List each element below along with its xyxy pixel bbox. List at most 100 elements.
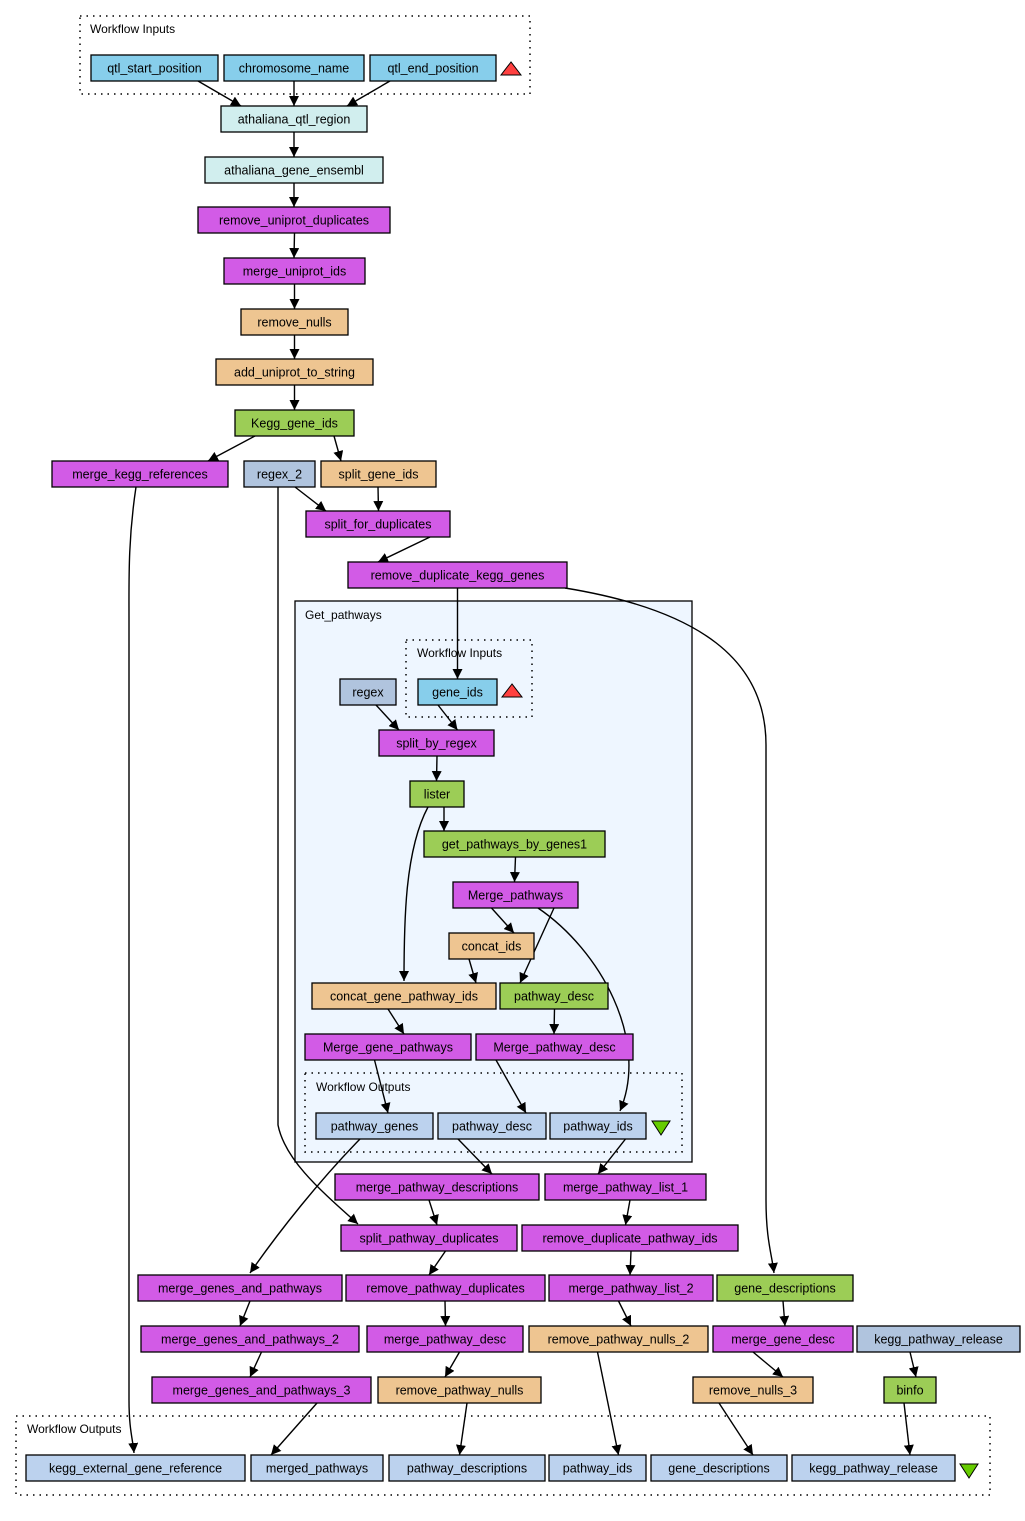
node-label: split_pathway_duplicates (360, 1232, 499, 1246)
edge-out-pathway-genes-to-merge-genes-and-pathways (249, 1138, 361, 1274)
node-label: merge_genes_and_pathways_2 (161, 1333, 339, 1347)
node-label: remove_pathway_duplicates (366, 1282, 524, 1296)
node-lister[interactable]: lister (409, 780, 465, 808)
node-out-kegg-external-gene-reference[interactable]: kegg_external_gene_reference (25, 1454, 246, 1482)
node-Merge-pathways[interactable]: Merge_pathways (452, 881, 579, 909)
node-gene-descriptions[interactable]: gene_descriptions (716, 1274, 854, 1302)
node-qtl-end-position[interactable]: qtl_end_position (369, 54, 497, 82)
node-merge-genes-and-pathways-2[interactable]: merge_genes_and_pathways_2 (140, 1325, 360, 1353)
node-out-pathway-descriptions[interactable]: pathway_descriptions (388, 1454, 546, 1482)
node-box (437, 1112, 547, 1140)
node-out-kegg-pathway-release[interactable]: kegg_pathway_release (791, 1454, 956, 1482)
node-out-pathway-ids[interactable]: pathway_ids (549, 1112, 647, 1140)
node-box (548, 1274, 714, 1302)
node-remove-pathway-nulls[interactable]: remove_pathway_nulls (377, 1376, 542, 1404)
node-chromosome-name[interactable]: chromosome_name (223, 54, 365, 82)
node-label: lister (424, 788, 450, 802)
node-label: kegg_external_gene_reference (49, 1462, 222, 1476)
node-remove-duplicate-pathway-ids[interactable]: remove_duplicate_pathway_ids (521, 1224, 739, 1252)
edge-Merge-pathways-to-out-pathway-ids (537, 907, 630, 1112)
edge-merge-pathway-descriptions-to-split-pathway-duplicates (428, 1199, 439, 1226)
node-split-by-regex[interactable]: split_by_regex (378, 729, 495, 757)
node-regex[interactable]: regex (339, 678, 397, 706)
node-box (650, 1454, 788, 1482)
node-label: pathway_desc (452, 1120, 532, 1134)
inner-inputs-label: Workflow Inputs (417, 646, 502, 660)
edge-merge-gene-desc-to-remove-nulls-3 (752, 1351, 784, 1378)
node-merge-genes-and-pathways[interactable]: merge_genes_and_pathways (137, 1274, 343, 1302)
edge-out-pathway-desc-to-merge-pathway-descriptions (457, 1138, 493, 1175)
node-athaliana-qtl-region[interactable]: athaliana_qtl_region (220, 105, 368, 133)
node-remove-pathway-nulls-2[interactable]: remove_pathway_nulls_2 (528, 1325, 709, 1353)
edge-split-gene-ids-to-split-for-duplicates (373, 486, 384, 512)
node-merge-pathway-desc[interactable]: merge_pathway_desc (366, 1325, 524, 1353)
node-label: Merge_pathways (468, 889, 563, 903)
node-label: remove_uniprot_duplicates (219, 214, 369, 228)
node-out-pathway-ids-final[interactable]: pathway_ids (548, 1454, 647, 1482)
node-get-pathways-by-genes1[interactable]: get_pathways_by_genes1 (423, 830, 606, 858)
node-merge-uniprot-ids[interactable]: merge_uniprot_ids (223, 257, 366, 285)
node-split-pathway-duplicates[interactable]: split_pathway_duplicates (340, 1224, 518, 1252)
node-merge-pathway-list-1[interactable]: merge_pathway_list_1 (544, 1173, 707, 1201)
node-label: regex_2 (257, 468, 302, 482)
node-pathway-desc[interactable]: pathway_desc (499, 982, 609, 1010)
node-merge-gene-desc[interactable]: merge_gene_desc (712, 1325, 854, 1353)
node-box (378, 729, 495, 757)
edge-merge-pathway-desc-to-remove-pathway-nulls (444, 1351, 461, 1378)
node-label: chromosome_name (239, 62, 350, 76)
node-box (883, 1376, 937, 1404)
node-add-uniprot-to-string[interactable]: add_uniprot_to_string (215, 358, 374, 386)
node-box (243, 460, 316, 488)
node-box (240, 308, 349, 336)
node-gene-ids[interactable]: gene_ids (417, 678, 498, 706)
node-label: merge_genes_and_pathways (158, 1282, 322, 1296)
node-remove-nulls[interactable]: remove_nulls (240, 308, 349, 336)
node-label: merge_pathway_list_2 (568, 1282, 693, 1296)
node-out-merged-pathways[interactable]: merged_pathways (250, 1454, 384, 1482)
node-Merge-pathway-desc[interactable]: Merge_pathway_desc (475, 1033, 634, 1061)
node-label: pathway_desc (514, 990, 594, 1004)
node-split-for-duplicates[interactable]: split_for_duplicates (305, 510, 451, 538)
edge-regex-2-to-split-pathway-duplicates (277, 487, 359, 1225)
node-merge-kegg-references[interactable]: merge_kegg_references (51, 460, 229, 488)
node-label: merge_pathway_desc (384, 1333, 506, 1347)
node-qtl-start-position[interactable]: qtl_start_position (90, 54, 219, 82)
output-triangle-icon (959, 1463, 979, 1479)
edge-get-pathways-by-genes1-to-Merge-pathways (509, 856, 520, 883)
node-athaliana-gene-ensembl[interactable]: athaliana_gene_ensembl (204, 156, 384, 184)
node-split-gene-ids[interactable]: split_gene_ids (320, 460, 437, 488)
edge-Merge-pathway-desc-to-out-pathway-desc (495, 1059, 527, 1114)
node-remove-pathway-duplicates[interactable]: remove_pathway_duplicates (345, 1274, 546, 1302)
node-out-pathway-genes[interactable]: pathway_genes (315, 1112, 434, 1140)
node-box (250, 1454, 384, 1482)
node-out-pathway-desc[interactable]: pathway_desc (437, 1112, 547, 1140)
node-concat-ids[interactable]: concat_ids (448, 932, 535, 960)
node-merge-pathway-list-2[interactable]: merge_pathway_list_2 (548, 1274, 714, 1302)
edge-kegg-pathway-release-to-binfo (908, 1351, 919, 1378)
node-kegg-pathway-release[interactable]: kegg_pathway_release (856, 1325, 1021, 1353)
node-remove-uniprot-duplicates[interactable]: remove_uniprot_duplicates (197, 206, 391, 234)
node-merge-genes-and-pathways-3[interactable]: merge_genes_and_pathways_3 (151, 1376, 372, 1404)
node-Kegg-gene-ids[interactable]: Kegg_gene_ids (234, 409, 355, 437)
node-label: Merge_pathway_desc (493, 1041, 615, 1055)
node-label: gene_ids (432, 686, 483, 700)
node-label: kegg_pathway_release (874, 1333, 1003, 1347)
node-label: Kegg_gene_ids (251, 417, 338, 431)
node-out-gene-descriptions[interactable]: gene_descriptions (650, 1454, 788, 1482)
node-binfo[interactable]: binfo (883, 1376, 937, 1404)
inner-outputs-label: Workflow Outputs (316, 1080, 410, 1094)
node-box (223, 257, 366, 285)
edge-Merge-gene-pathways-to-out-pathway-genes (373, 1059, 391, 1114)
node-merge-pathway-descriptions[interactable]: merge_pathway_descriptions (334, 1173, 540, 1201)
node-box (423, 830, 606, 858)
node-box (305, 510, 451, 538)
node-label: kegg_pathway_release (809, 1462, 938, 1476)
node-concat-gene-pathway-ids[interactable]: concat_gene_pathway_ids (311, 982, 497, 1010)
node-remove-duplicate-kegg-genes[interactable]: remove_duplicate_kegg_genes (347, 561, 568, 589)
node-Merge-gene-pathways[interactable]: Merge_gene_pathways (304, 1033, 472, 1061)
edge-split-for-duplicates-to-remove-duplicate-kegg-genes (377, 536, 431, 563)
input-triangle-icon (499, 61, 523, 76)
node-regex-2[interactable]: regex_2 (243, 460, 316, 488)
node-remove-nulls-3[interactable]: remove_nulls_3 (692, 1376, 814, 1404)
node-box (334, 1173, 540, 1201)
